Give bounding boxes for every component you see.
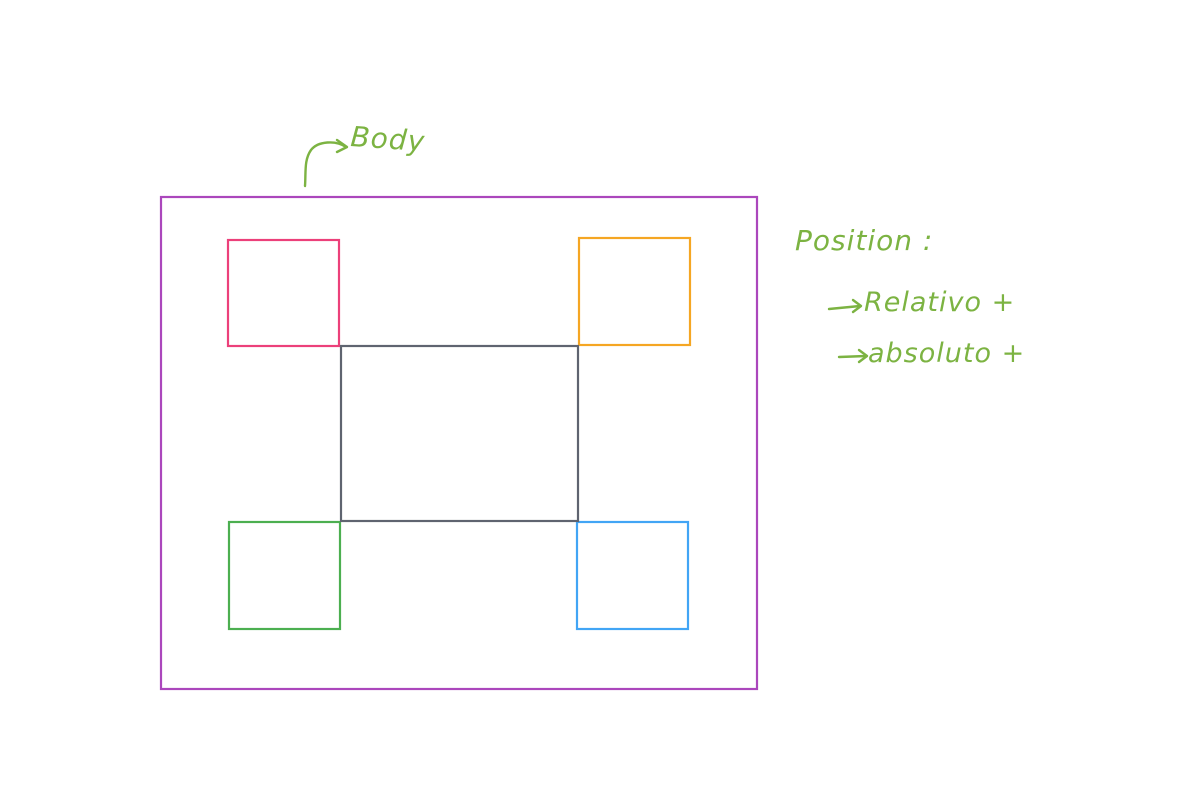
center-box	[339, 344, 580, 523]
bottom-right-box	[575, 520, 690, 631]
body-pointer-arrowhead	[335, 138, 349, 154]
relative-item-label: Relativo +	[864, 287, 1015, 318]
absolute-arrowhead	[857, 348, 869, 364]
position-title: Position :	[795, 224, 933, 257]
body-label: Body	[350, 120, 427, 158]
relative-arrow	[827, 304, 862, 311]
body-pointer-arrow	[303, 141, 348, 188]
top-left-box	[226, 238, 341, 348]
body-container-box	[159, 195, 759, 691]
relative-arrowhead	[851, 298, 863, 314]
absolute-arrow	[837, 354, 868, 359]
top-right-box	[577, 236, 692, 347]
absolute-item-label: absoluto +	[868, 338, 1025, 369]
bottom-left-box	[227, 520, 342, 631]
